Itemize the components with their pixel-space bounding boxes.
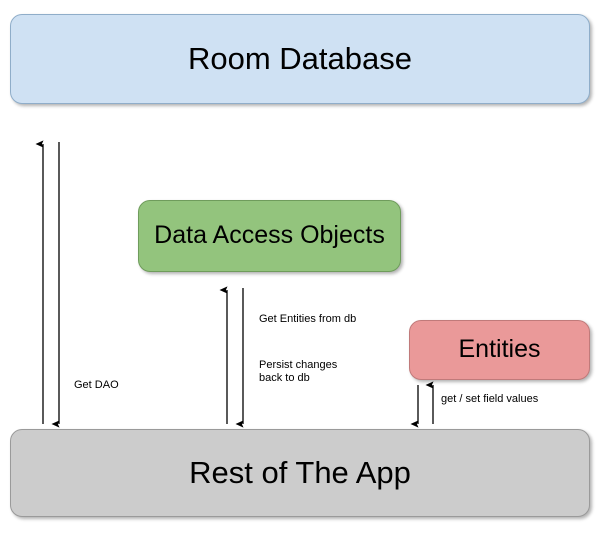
node-rest-of-the-app-label: Rest of The App: [189, 454, 411, 490]
edge-label-get-entities-from-db: Get Entities from db: [259, 313, 357, 325]
node-data-access-objects[interactable]: Data Access Objects: [138, 200, 401, 272]
node-rest-of-the-app[interactable]: Rest of The App: [10, 429, 590, 517]
node-room-database-label: Room Database: [187, 40, 412, 76]
edge-label-persist-changes-back-to-db: Persist changes back to db: [259, 359, 338, 384]
node-entities-label: Entities: [458, 335, 541, 364]
edge-label-get-set-field-values: get / set field values: [441, 393, 539, 405]
node-entities[interactable]: Entities: [409, 320, 590, 380]
edge-label-get-dao: Get DAO: [74, 379, 119, 391]
node-room-database[interactable]: Room Database: [10, 14, 590, 104]
node-data-access-objects-label: Data Access Objects: [154, 221, 385, 250]
